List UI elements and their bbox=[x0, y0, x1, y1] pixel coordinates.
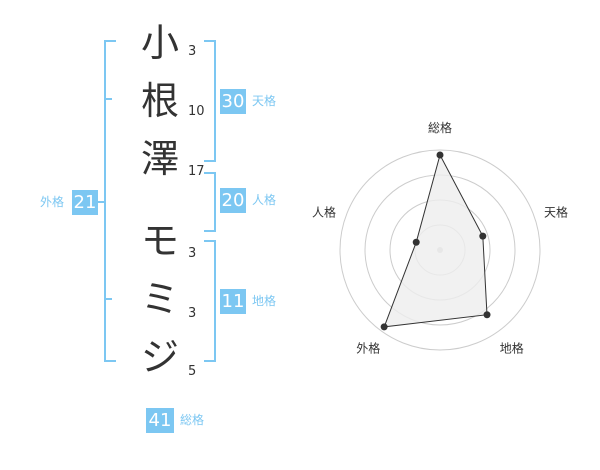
soukaku-value-badge: 41 bbox=[146, 408, 174, 433]
stroke-count-6: 5 bbox=[188, 364, 197, 379]
gaikaku-bracket-tick bbox=[96, 201, 105, 203]
chikaku-bracket bbox=[204, 240, 216, 362]
chikaku-value-badge: 11 bbox=[220, 289, 246, 314]
radar-axis-label-2: 天格 bbox=[544, 204, 568, 219]
gaikaku-label: 外格 bbox=[40, 195, 65, 209]
stroke-count-3: 17 bbox=[188, 164, 205, 179]
soukaku-label: 総格 bbox=[180, 413, 205, 427]
jinkaku-bracket bbox=[204, 172, 216, 232]
gaikaku-value-badge: 21 bbox=[72, 190, 98, 215]
name-char-4: モ bbox=[140, 219, 179, 263]
radar-series-polygon bbox=[383, 153, 488, 328]
radar-point-4 bbox=[380, 323, 388, 331]
stroke-count-2: 10 bbox=[188, 104, 205, 119]
radar-axis-label-3: 地格 bbox=[500, 341, 524, 356]
chikaku-label: 地格 bbox=[252, 294, 277, 308]
radar-point-5 bbox=[412, 238, 420, 246]
radar-point-2 bbox=[479, 232, 487, 240]
name-char-1: 小 bbox=[140, 21, 179, 65]
jinkaku-label: 人格 bbox=[252, 193, 277, 207]
stroke-count-4: 3 bbox=[188, 246, 197, 261]
tenkaku-value-badge: 30 bbox=[220, 89, 246, 114]
radar-ring-4 bbox=[339, 149, 541, 351]
radar-axis-label-4: 外格 bbox=[356, 341, 380, 356]
gaikaku-bracket-mark-1 bbox=[104, 98, 112, 100]
radar-axis-label-5: 人格 bbox=[312, 204, 336, 219]
name-char-5: ミ bbox=[140, 277, 179, 321]
radar-axis-label-1: 総格 bbox=[428, 120, 452, 135]
jinkaku-value-badge: 20 bbox=[220, 188, 246, 213]
radar-point-1 bbox=[436, 151, 444, 159]
stroke-count-5: 3 bbox=[188, 306, 197, 321]
gaikaku-bracket-mark-2 bbox=[104, 298, 112, 300]
name-char-3: 澤 bbox=[140, 137, 179, 181]
tenkaku-label: 天格 bbox=[252, 94, 277, 108]
radar-point-3 bbox=[483, 311, 491, 319]
gaikaku-bracket bbox=[104, 40, 116, 362]
name-char-6: ジ bbox=[140, 335, 179, 379]
stroke-count-1: 3 bbox=[188, 44, 197, 59]
name-char-2: 根 bbox=[140, 79, 179, 123]
tenkaku-bracket bbox=[204, 40, 216, 162]
